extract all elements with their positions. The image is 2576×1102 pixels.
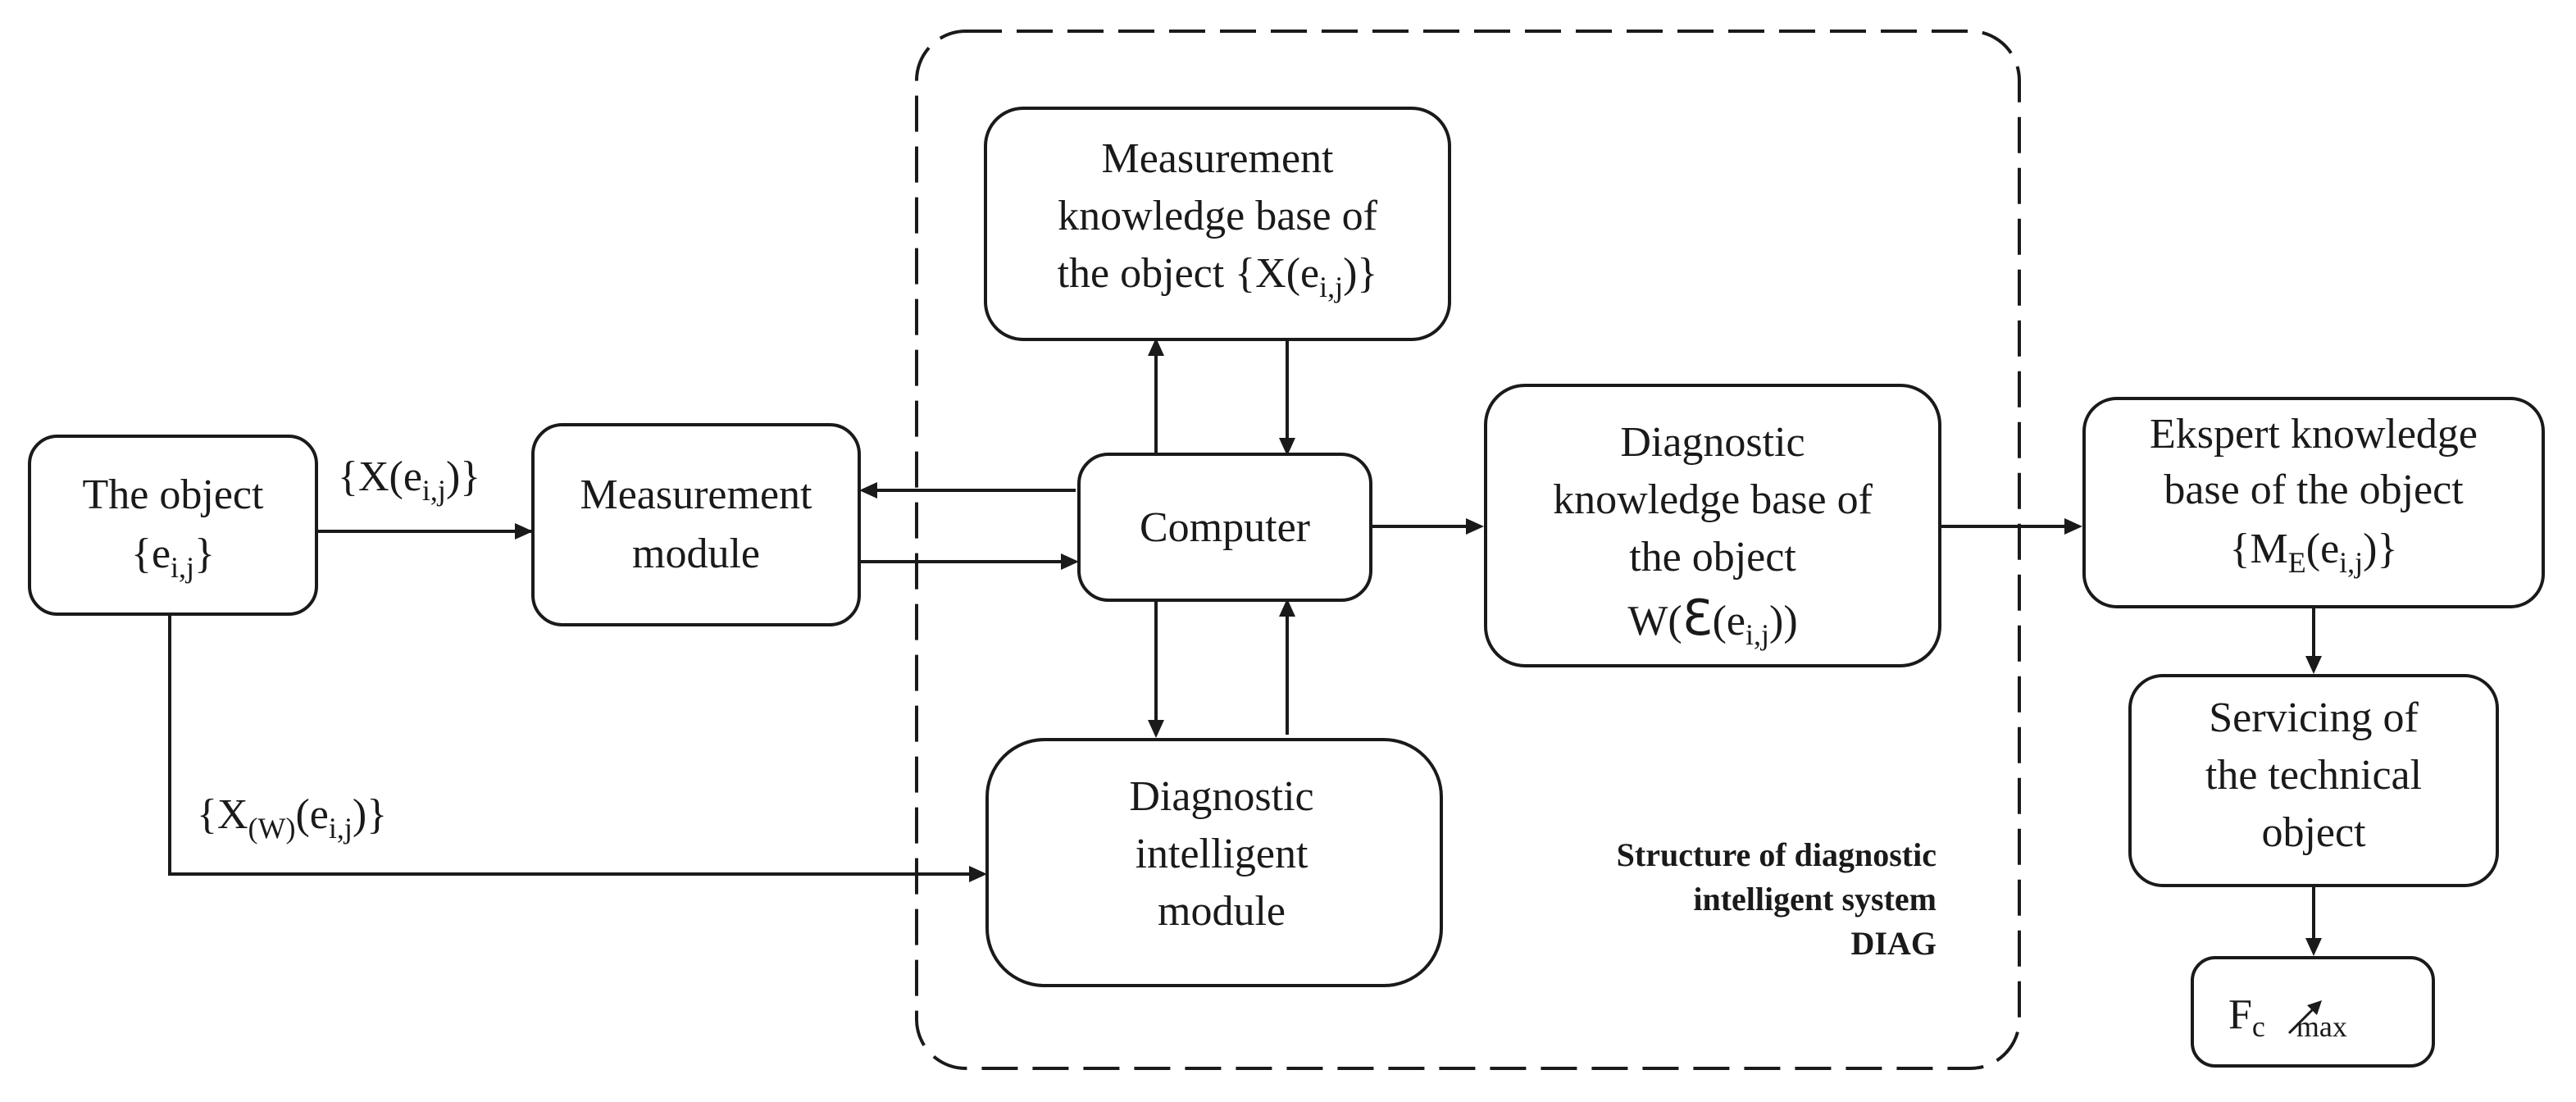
object-label-line2: {ei,j} — [131, 531, 215, 584]
arrowhead — [515, 523, 533, 540]
arrowhead — [859, 482, 877, 499]
xw-edge-label: {X(W)(ei,j)} — [197, 791, 387, 845]
object-label-line1: The object — [83, 471, 264, 518]
system-caption-line2: intelligent system — [1693, 881, 1937, 918]
arrowheads — [515, 338, 2322, 956]
expert-kb-line2: base of the object — [2164, 467, 2464, 513]
measurement-module-line1: Measurement — [580, 471, 812, 518]
arrowhead — [1061, 553, 1079, 570]
servicing-line1: Servicing of — [2209, 694, 2419, 741]
system-caption-line3: DIAG — [1851, 925, 1937, 962]
x-edge-label: {X(ei,j)} — [338, 453, 480, 507]
servicing-line2: the technical — [2205, 752, 2422, 799]
expert-kb-line1: Ekspert knowledge — [2150, 411, 2478, 458]
computer-box: Computer — [1077, 453, 1372, 602]
arrowhead — [1466, 518, 1484, 535]
increase-arrowhead-icon — [2307, 1000, 2322, 1015]
arrowhead — [1148, 720, 1164, 738]
diagnostic-kb-line1: Diagnostic — [1620, 419, 1805, 466]
arrowhead — [2064, 518, 2082, 535]
measurement-module-box: Measurement module — [531, 423, 861, 626]
object-box: The object {ei,j} — [28, 435, 318, 616]
diagnostic-kb-box: Diagnostic knowledge base of the object … — [1484, 384, 1941, 667]
diagnostic-module-line1: Diagnostic — [1129, 773, 1313, 820]
arrowhead — [969, 866, 987, 882]
arrowhead — [2305, 938, 2322, 956]
measurement-kb-line3: the object {X(ei,j)} — [1058, 250, 1378, 303]
servicing-line3: object — [2261, 809, 2366, 856]
measurement-module-line2: module — [632, 531, 760, 577]
arrowhead — [1279, 438, 1295, 456]
diagnostic-module-box: Diagnostic intelligent module — [985, 738, 1443, 987]
arrow-object-to-diagnostic-module — [168, 615, 984, 876]
diagnostic-kb-line3: the object — [1629, 534, 1796, 581]
diagnostic-module-line3: module — [1158, 888, 1286, 935]
expert-kb-line3: {ME(ei,j)} — [2230, 526, 2398, 579]
system-caption-line1: Structure of diagnostic — [1617, 836, 1937, 873]
arrowhead — [2305, 656, 2322, 674]
system-boundary — [915, 30, 2021, 1070]
computer-label: Computer — [1140, 504, 1310, 551]
expert-kb-box: Ekspert knowledge base of the object {ME… — [2082, 397, 2545, 608]
servicing-box: Servicing of the technical object — [2128, 674, 2499, 887]
measurement-kb-line1: Measurement — [1101, 135, 1334, 182]
diagnostic-kb-line2: knowledge base of — [1553, 476, 1873, 523]
arrowhead — [1148, 338, 1164, 356]
diagnostic-module-line2: intelligent — [1136, 831, 1308, 877]
arrowhead — [1279, 599, 1295, 617]
diagnostic-kb-line4: W(ℇ(ei,j)) — [1627, 591, 1797, 651]
measurement-kb-box: Measurement knowledge base of the object… — [984, 107, 1451, 341]
measurement-kb-line2: knowledge base of — [1058, 193, 1378, 239]
